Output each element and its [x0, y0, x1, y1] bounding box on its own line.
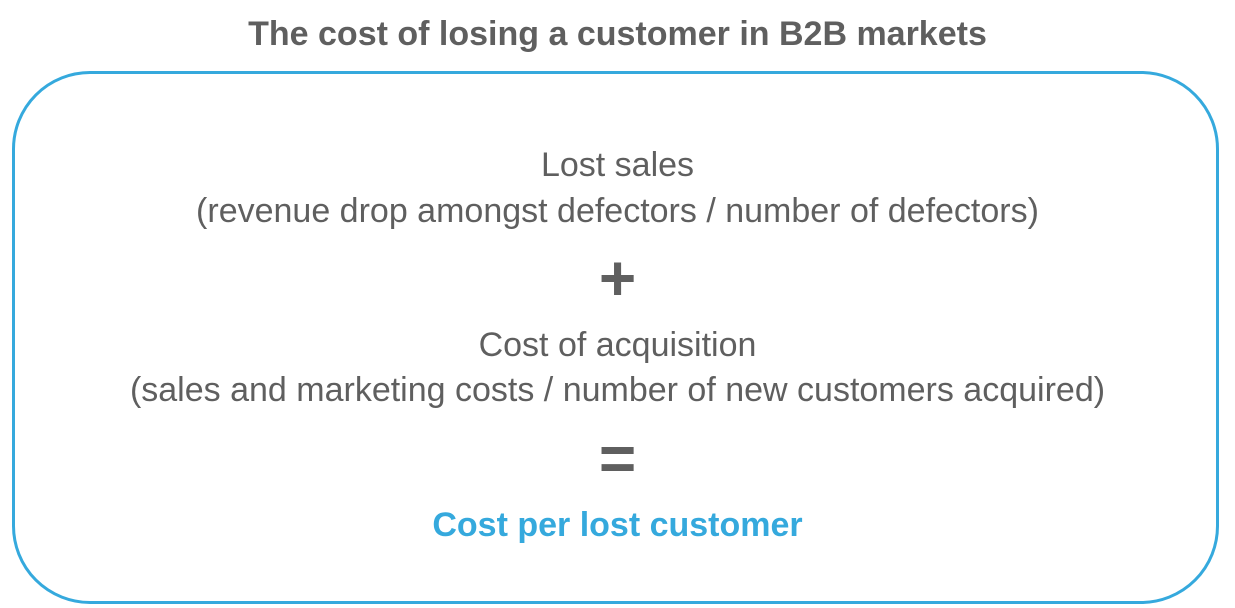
lost-sales-detail: (revenue drop amongst defectors / number… — [196, 192, 1039, 230]
plus-operator: + — [598, 242, 637, 314]
diagram-title: The cost of losing a customer in B2B mar… — [248, 15, 987, 53]
equals-operator: = — [598, 422, 637, 494]
formula-box — [12, 71, 1219, 604]
acquisition-cost-label: Cost of acquisition — [478, 326, 757, 364]
lost-sales-label: Lost sales — [540, 146, 695, 184]
acquisition-cost-detail: (sales and marketing costs / number of n… — [129, 371, 1106, 409]
result-label: Cost per lost customer — [432, 506, 803, 544]
